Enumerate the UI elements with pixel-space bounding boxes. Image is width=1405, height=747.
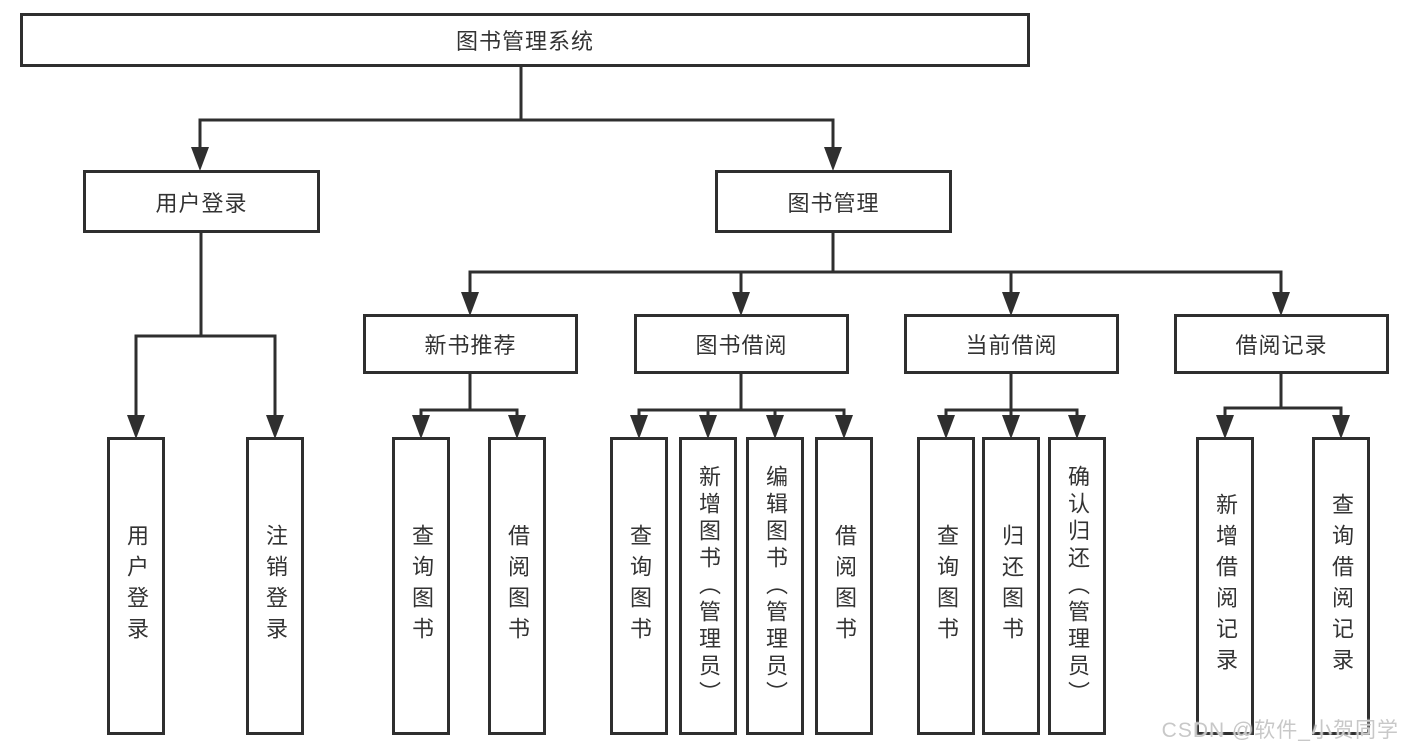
node-borrow-books-recommend: 借阅图书 — [488, 437, 546, 735]
node-book-borrowing: 图书借阅 — [634, 314, 849, 374]
connector-user-login-children — [134, 229, 277, 417]
node-logout: 注销登录 — [246, 437, 304, 735]
node-label: 借阅记录 — [1235, 333, 1328, 358]
connector-new-book-children — [419, 370, 519, 419]
node-label: 编辑图书（管理员） — [763, 464, 788, 708]
node-edit-book-admin: 编辑图书（管理员） — [746, 437, 804, 735]
node-query-books-borrowing: 查询图书 — [610, 437, 668, 735]
arrow-down-icon — [766, 415, 784, 439]
node-borrow-books: 借阅图书 — [815, 437, 873, 735]
node-borrowing-records: 借阅记录 — [1174, 314, 1389, 374]
arrow-down-icon — [1002, 292, 1020, 316]
node-label: 当前借阅 — [965, 333, 1058, 358]
node-label: 新增借阅记录 — [1213, 493, 1238, 679]
arrow-down-icon — [937, 415, 955, 439]
arrow-down-icon — [824, 147, 842, 171]
node-add-borrow-record: 新增借阅记录 — [1196, 437, 1254, 735]
node-new-book-recommendation: 新书推荐 — [363, 314, 578, 374]
node-label: 查询借阅记录 — [1329, 493, 1354, 679]
node-library-management-system: 图书管理系统 — [20, 13, 1030, 67]
arrow-down-icon — [732, 292, 750, 316]
node-query-borrow-record: 查询借阅记录 — [1312, 437, 1370, 735]
arrow-down-icon — [699, 415, 717, 439]
node-query-books-current: 查询图书 — [917, 437, 975, 735]
arrow-down-icon — [412, 415, 430, 439]
arrow-down-icon — [1272, 292, 1290, 316]
node-label: 图书借阅 — [695, 333, 788, 358]
node-query-books-recommend: 查询图书 — [392, 437, 450, 735]
node-label: 用户登录 — [124, 524, 149, 648]
arrow-down-icon — [835, 415, 853, 439]
node-user-login-leaf: 用户登录 — [107, 437, 165, 735]
node-label: 借阅图书 — [832, 524, 857, 648]
node-label: 查询图书 — [627, 524, 652, 648]
connector-book-management-children — [468, 229, 1283, 294]
node-add-book-admin: 新增图书（管理员） — [679, 437, 737, 735]
node-label: 图书管理系统 — [455, 29, 594, 54]
arrow-down-icon — [266, 415, 284, 439]
arrow-down-icon — [191, 147, 209, 171]
node-label: 确认归还（管理员） — [1065, 464, 1090, 708]
connector-root-to-level2 — [198, 65, 835, 151]
arrowheads — [127, 147, 1350, 439]
node-label: 用户登录 — [155, 190, 248, 216]
node-label: 查询图书 — [409, 524, 434, 648]
arrow-down-icon — [630, 415, 648, 439]
connectors — [134, 65, 1343, 419]
arrow-down-icon — [127, 415, 145, 439]
arrow-down-icon — [508, 415, 526, 439]
node-label: 新书推荐 — [424, 333, 517, 358]
node-label: 查询图书 — [934, 524, 959, 648]
node-label: 新增图书（管理员） — [696, 464, 721, 708]
node-label: 借阅图书 — [505, 524, 530, 648]
node-confirm-return-admin: 确认归还（管理员） — [1048, 437, 1106, 735]
node-user-login: 用户登录 — [83, 170, 320, 233]
node-label: 归还图书 — [999, 524, 1024, 648]
node-return-books: 归还图书 — [982, 437, 1040, 735]
connector-borrowing-records-children — [1223, 370, 1343, 419]
arrow-down-icon — [1216, 415, 1234, 439]
node-label: 注销登录 — [263, 524, 288, 648]
arrow-down-icon — [461, 292, 479, 316]
node-current-borrowing: 当前借阅 — [904, 314, 1119, 374]
arrow-down-icon — [1332, 415, 1350, 439]
connector-book-borrowing-children — [637, 370, 846, 419]
node-label: 图书管理 — [787, 190, 880, 216]
arrow-down-icon — [1002, 415, 1020, 439]
watermark: CSDN @软件_小贺同学 — [1161, 719, 1399, 742]
connector-current-borrowing-children — [944, 370, 1079, 419]
arrow-down-icon — [1068, 415, 1086, 439]
node-book-management: 图书管理 — [715, 170, 952, 233]
